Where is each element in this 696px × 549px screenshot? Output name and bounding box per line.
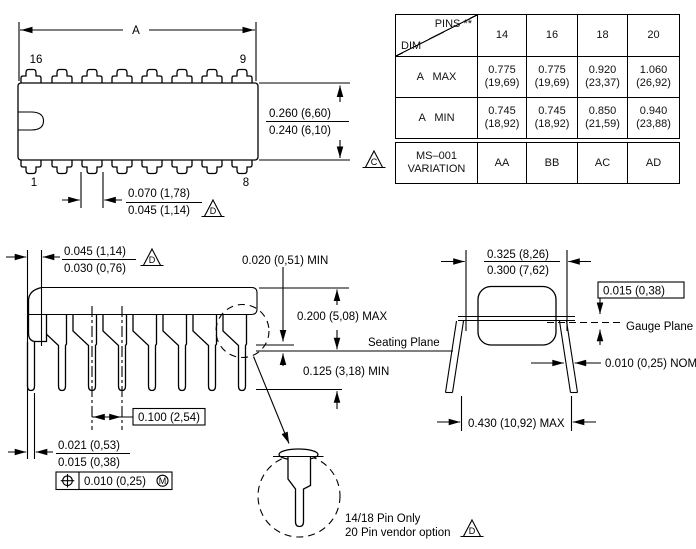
pitch-dim-lines <box>92 407 206 426</box>
detail-note-line1: 14/18 Pin Only <box>345 513 421 525</box>
end-view-leads <box>444 315 579 394</box>
lead-detail: 14/18 Pin Only 20 Pin vendor option D <box>257 448 484 539</box>
cell: AD <box>627 143 679 183</box>
cell: 0.940(23,88) <box>627 98 679 138</box>
span-dim-lines <box>437 396 596 431</box>
detail-callout-circle <box>215 303 270 359</box>
detail-leader-line <box>252 356 290 444</box>
shoulder-width-max: 0.045 (1,14) <box>64 246 126 258</box>
col-header-18: 18 <box>577 15 627 56</box>
gauge-offset-dim-lines <box>596 281 685 345</box>
corner-pins-label: PINS ** <box>434 18 472 30</box>
gauge-plane-label: Gauge Plane <box>626 321 693 333</box>
col-header-20: 20 <box>627 15 679 56</box>
seating-plane-label: Seating Plane <box>368 337 440 349</box>
mmc-modifier-icon: M <box>156 474 169 487</box>
shoulder-width-dim-lines <box>6 250 136 459</box>
side-view: 0.045 (1,14) 0.030 (0,76) D 0.021 (0,53)… <box>6 246 453 491</box>
lead-thickness-min: 0.015 (0,38) <box>58 457 120 469</box>
span-dim: 0.430 (10,92) MAX <box>468 418 565 430</box>
cell: 0.745(18,92) <box>526 98 577 138</box>
package-body-top-view <box>17 82 259 161</box>
centerlines <box>91 306 123 430</box>
body-width-dim-lines <box>259 82 350 161</box>
table-corner-cell: PINS ** DIM <box>396 15 477 56</box>
lead-length-dim: 0.125 (3,18) MIN <box>303 366 389 378</box>
position-symbol-icon <box>60 474 75 488</box>
detail-note-line2: 20 Pin vendor option <box>345 527 451 539</box>
lead-length-dim-lines <box>256 388 342 409</box>
cell: BB <box>526 143 577 183</box>
body-width-dim-lines <box>441 250 591 331</box>
lead-1 <box>26 342 36 392</box>
cell: 0.745(18,92) <box>477 98 526 138</box>
cell: 0.775(19,69) <box>526 57 577 97</box>
col-header-16: 16 <box>526 15 577 56</box>
lead-width-max: 0.070 (1,78) <box>128 188 190 200</box>
note-triangle-c: C <box>362 149 386 169</box>
shoulder-width-min: 0.030 (0,76) <box>64 263 126 275</box>
cell: AA <box>477 143 526 183</box>
cell: 0.920(23,37) <box>577 57 627 97</box>
svg-text:D: D <box>210 206 217 216</box>
cell: 0.850(21,59) <box>577 98 627 138</box>
lead-width-min: 0.045 (1,14) <box>128 205 190 217</box>
lead-thickness-dim-lines <box>8 448 130 456</box>
cell: 0.775(19,69) <box>477 57 526 97</box>
cell: AC <box>577 143 627 183</box>
col-header-14: 14 <box>477 15 526 56</box>
true-position-frame: 0.010 (0,25) M <box>55 471 173 491</box>
dim-a-label: A <box>132 25 140 37</box>
row-label: A MAX <box>416 70 457 83</box>
pin-number-16: 16 <box>30 54 43 66</box>
table-row-a-max: A MAX 0.775(19,69) 0.775(19,69) 0.920(23… <box>396 56 679 97</box>
table-row-a-min: A MIN 0.745(18,92) 0.745(18,92) 0.850(21… <box>396 97 679 138</box>
position-tolerance: 0.010 (0,25) <box>84 476 146 488</box>
body-height-dim-lines <box>259 287 349 350</box>
svg-text:D: D <box>149 255 156 265</box>
note-triangle-d: D <box>460 518 484 538</box>
svg-text:D: D <box>469 526 476 536</box>
pin-number-1: 1 <box>31 177 37 189</box>
pin-table-main: PINS ** DIM 14 16 18 20 A MAX 0.775(19,6… <box>395 14 680 139</box>
end-body-width-max: 0.325 (8,26) <box>487 249 549 261</box>
top-view: A 16 9 1 8 0.070 (1,78) 0.045 (1,14) D 0… <box>17 22 350 218</box>
lead-detail-shape <box>287 456 312 528</box>
package-body-side-view <box>42 286 258 316</box>
standoff-dim: 0.020 (0,51) MIN <box>242 255 328 267</box>
pin-number-9: 9 <box>240 54 246 66</box>
lead-bumps <box>20 68 253 175</box>
body-width-max: 0.260 (6,60) <box>269 108 331 120</box>
end-view: 0.325 (8,26) 0.300 (7,62) Gauge Plane 0.… <box>437 249 696 431</box>
lead-width-dim-lines <box>62 172 202 208</box>
body-width-min: 0.240 (6,10) <box>269 125 331 137</box>
lead-thickness-max: 0.021 (0,53) <box>58 440 120 452</box>
cell: 1.060(26,92) <box>627 57 679 97</box>
standoff-dim-lines <box>256 267 294 366</box>
corner-dim-label: DIM <box>401 40 422 52</box>
dim-a-lines <box>18 22 257 81</box>
body-height-dim: 0.200 (5,08) MAX <box>297 311 387 323</box>
svg-text:C: C <box>371 157 378 167</box>
end-body-width-min: 0.300 (7,62) <box>487 265 549 277</box>
svg-text:M: M <box>159 476 167 486</box>
gauge-offset-dim: 0.015 (0,38) <box>603 286 665 298</box>
row-label: A MIN <box>418 111 455 124</box>
package-body-end-view <box>477 285 557 346</box>
note-triangle-d: D <box>201 198 225 218</box>
leads <box>42 314 248 392</box>
table-header-row: PINS ** DIM 14 16 18 20 <box>396 15 679 56</box>
pin-number-8: 8 <box>243 177 249 189</box>
pitch-dim: 0.100 (2,54) <box>138 412 200 424</box>
pin1-index-notch <box>18 111 45 131</box>
note-triangle-d: D <box>140 247 164 267</box>
lead-nom-dim: 0.010 (0,25) NOM <box>605 358 696 370</box>
